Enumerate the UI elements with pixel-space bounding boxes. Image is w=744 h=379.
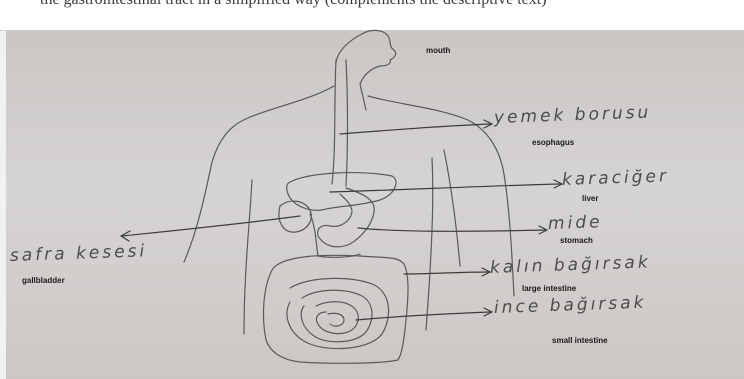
label-stomach: stomach [560, 236, 593, 246]
label-mouth: mouth [426, 46, 450, 56]
label-large-intestine: large intestine [522, 284, 576, 294]
label-esophagus: esophagus [532, 138, 574, 148]
label-liver: liver [582, 194, 598, 204]
handwritten-liver: karaciğer [562, 166, 670, 190]
large-intestine-outline [264, 255, 408, 363]
face-outline [336, 30, 396, 84]
stomach-outline [318, 188, 375, 247]
small-intestine-coil-3 [316, 302, 358, 334]
handwritten-stomach: mide [548, 212, 603, 234]
esophagus-left [332, 60, 336, 184]
neck-line [360, 84, 366, 110]
right-torso [426, 158, 433, 330]
pointer-stomach [358, 228, 545, 231]
pointer-esophagus [340, 124, 490, 134]
left-arm-inner [244, 180, 252, 334]
pointer-gallbladder [122, 216, 300, 236]
esophagus-right [346, 60, 348, 186]
small-intestine-coil-4 [328, 313, 344, 326]
pointer-small-intestine [356, 312, 490, 320]
right-arm-inner [444, 150, 460, 266]
pointer-large-intestine [404, 272, 488, 274]
label-small-intestine: small intestine [552, 336, 608, 346]
pointer-liver [330, 184, 560, 192]
left-shoulder [184, 86, 334, 262]
label-gallbladder: gallbladder [22, 276, 65, 286]
